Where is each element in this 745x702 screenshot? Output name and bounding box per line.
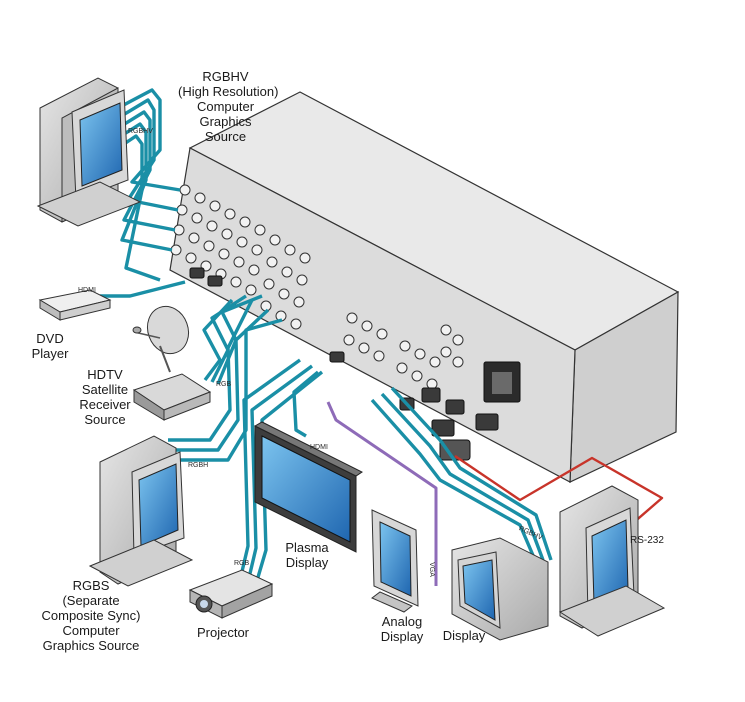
label-line: RGBHV bbox=[202, 69, 249, 84]
projector bbox=[188, 569, 274, 619]
video-cables bbox=[100, 88, 553, 585]
label-line: RGBS bbox=[72, 578, 110, 593]
analog-display bbox=[371, 509, 419, 613]
satellite-dish bbox=[132, 305, 190, 373]
label-line: (Separate bbox=[62, 593, 120, 608]
display-label: Display bbox=[442, 628, 486, 643]
rgbhv-cable-label: RGBHV bbox=[128, 128, 153, 135]
rgbs-computer bbox=[88, 435, 194, 587]
dvd-player-label: DVD Player bbox=[30, 331, 70, 361]
projector-label: Projector bbox=[196, 625, 250, 640]
label-line: Graphics Source bbox=[42, 638, 140, 653]
label-line: Source bbox=[204, 129, 247, 144]
label-line: Plasma bbox=[285, 540, 329, 555]
bnc-connectors bbox=[170, 184, 464, 390]
label-line: HDTV bbox=[87, 367, 123, 382]
hdtv-cable-label: RGB bbox=[216, 381, 232, 388]
plasma-cable-label: HDMI bbox=[310, 444, 328, 451]
label-line: Satellite bbox=[81, 382, 129, 397]
label-line: Display bbox=[285, 555, 329, 570]
label-line: Graphics bbox=[199, 114, 252, 129]
label-line: Computer bbox=[62, 623, 120, 638]
plasma-display bbox=[253, 421, 363, 553]
label-line: DVD bbox=[36, 331, 64, 346]
matrix-switcher bbox=[169, 91, 680, 483]
control-computer bbox=[558, 485, 666, 637]
label-line: Computer bbox=[196, 99, 255, 114]
dvd-player bbox=[38, 289, 112, 321]
rgbhv-source-label: RGBHV (High Resolution) Computer Graphic… bbox=[178, 69, 279, 144]
label-line: Receiver bbox=[79, 397, 131, 412]
plasma-display-label: Plasma Display bbox=[282, 540, 332, 570]
hdtv-source-label: HDTV Satellite Receiver Source bbox=[74, 367, 136, 427]
dvd-cable-label: HDMI bbox=[78, 287, 96, 294]
vga-cable bbox=[326, 401, 438, 586]
label-line: Display bbox=[380, 629, 424, 644]
label-line: Composite Sync) bbox=[41, 608, 141, 623]
label-line: Source bbox=[84, 412, 126, 427]
projector-cable-label: RGB bbox=[234, 560, 250, 567]
rs232-cable bbox=[454, 455, 664, 525]
label-line: Analog bbox=[381, 614, 423, 629]
crt-display bbox=[451, 537, 549, 641]
hdtv-receiver bbox=[132, 373, 212, 421]
rgbs-source-label: RGBS (Separate Composite Sync) Computer … bbox=[36, 578, 146, 653]
label-line: (High Resolution) bbox=[178, 84, 279, 99]
analog-display-label: Analog Display bbox=[376, 614, 428, 644]
rs232-label: RS-232 bbox=[630, 535, 664, 546]
rgbhv-computer bbox=[36, 77, 142, 227]
rgbs-cable-label: RGBH bbox=[188, 462, 209, 469]
vga-cable-label: VGA bbox=[427, 562, 435, 577]
label-line: Player bbox=[31, 346, 69, 361]
